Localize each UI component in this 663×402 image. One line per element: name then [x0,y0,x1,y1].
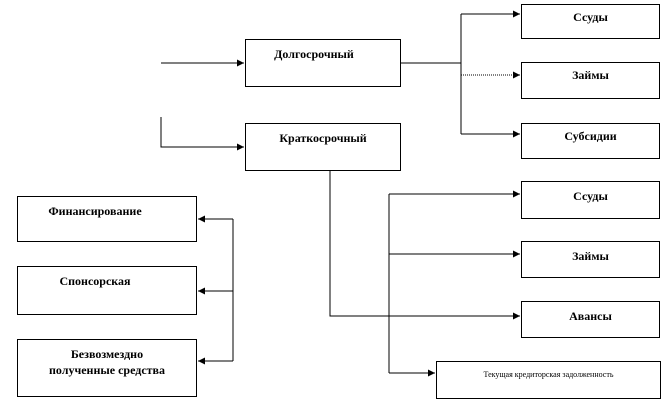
node-current-payables: Текущая кредиторская задолженность [436,361,661,399]
node-loans-1-label: Ссуды [573,10,608,24]
node-short-term-label: Краткосрочный [279,131,367,145]
node-financing: Финансирование [17,196,197,242]
node-subsidies: Субсидии [521,123,660,159]
node-borrowings-1: Займы [521,62,660,99]
node-advances-label: Авансы [569,309,612,323]
node-advances: Авансы [521,301,660,338]
node-financing-label: Финансирование [48,204,142,218]
node-short-term: Краткосрочный [245,123,401,171]
node-borrowings-2-label: Займы [572,249,609,263]
node-borrowings-1-label: Займы [572,68,609,82]
node-free-funds-line2: полученные средства [48,363,166,377]
node-long-term-label: Долгосрочный [274,47,354,61]
node-free-funds-line1: Безвозмездно [70,347,144,361]
node-free-funds: Безвозмездно полученные средства [17,339,197,397]
node-current-payables-label: Текущая кредиторская задолженность [483,370,614,379]
node-loans-1: Ссуды [521,4,660,39]
arrow-to-short-term [160,117,244,151]
node-subsidies-label: Субсидии [564,129,617,143]
short-term-trunk [329,171,389,317]
node-loans-2-label: Ссуды [573,189,608,203]
node-sponsorship: Спонсорская [17,266,197,315]
node-long-term: Долгосрочный [245,39,401,87]
node-sponsorship-label: Спонсорская [59,274,131,288]
node-borrowings-2: Займы [521,241,660,278]
node-loans-2: Ссуды [521,181,660,219]
